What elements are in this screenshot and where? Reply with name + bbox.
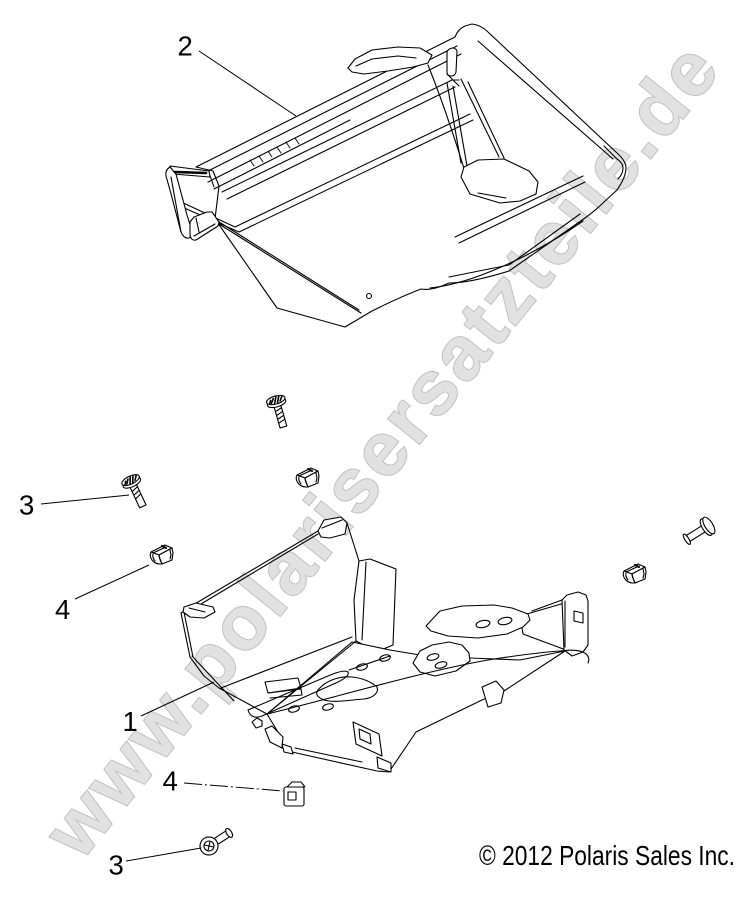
svg-text:1: 1	[123, 706, 138, 737]
svg-text:3: 3	[19, 490, 34, 521]
svg-text:© 2012 Polaris Sales Inc.: © 2012 Polaris Sales Inc.	[479, 840, 735, 871]
svg-text:4: 4	[163, 766, 178, 797]
svg-text:4: 4	[55, 594, 70, 625]
svg-text:2: 2	[178, 31, 193, 62]
svg-text:3: 3	[109, 850, 124, 881]
